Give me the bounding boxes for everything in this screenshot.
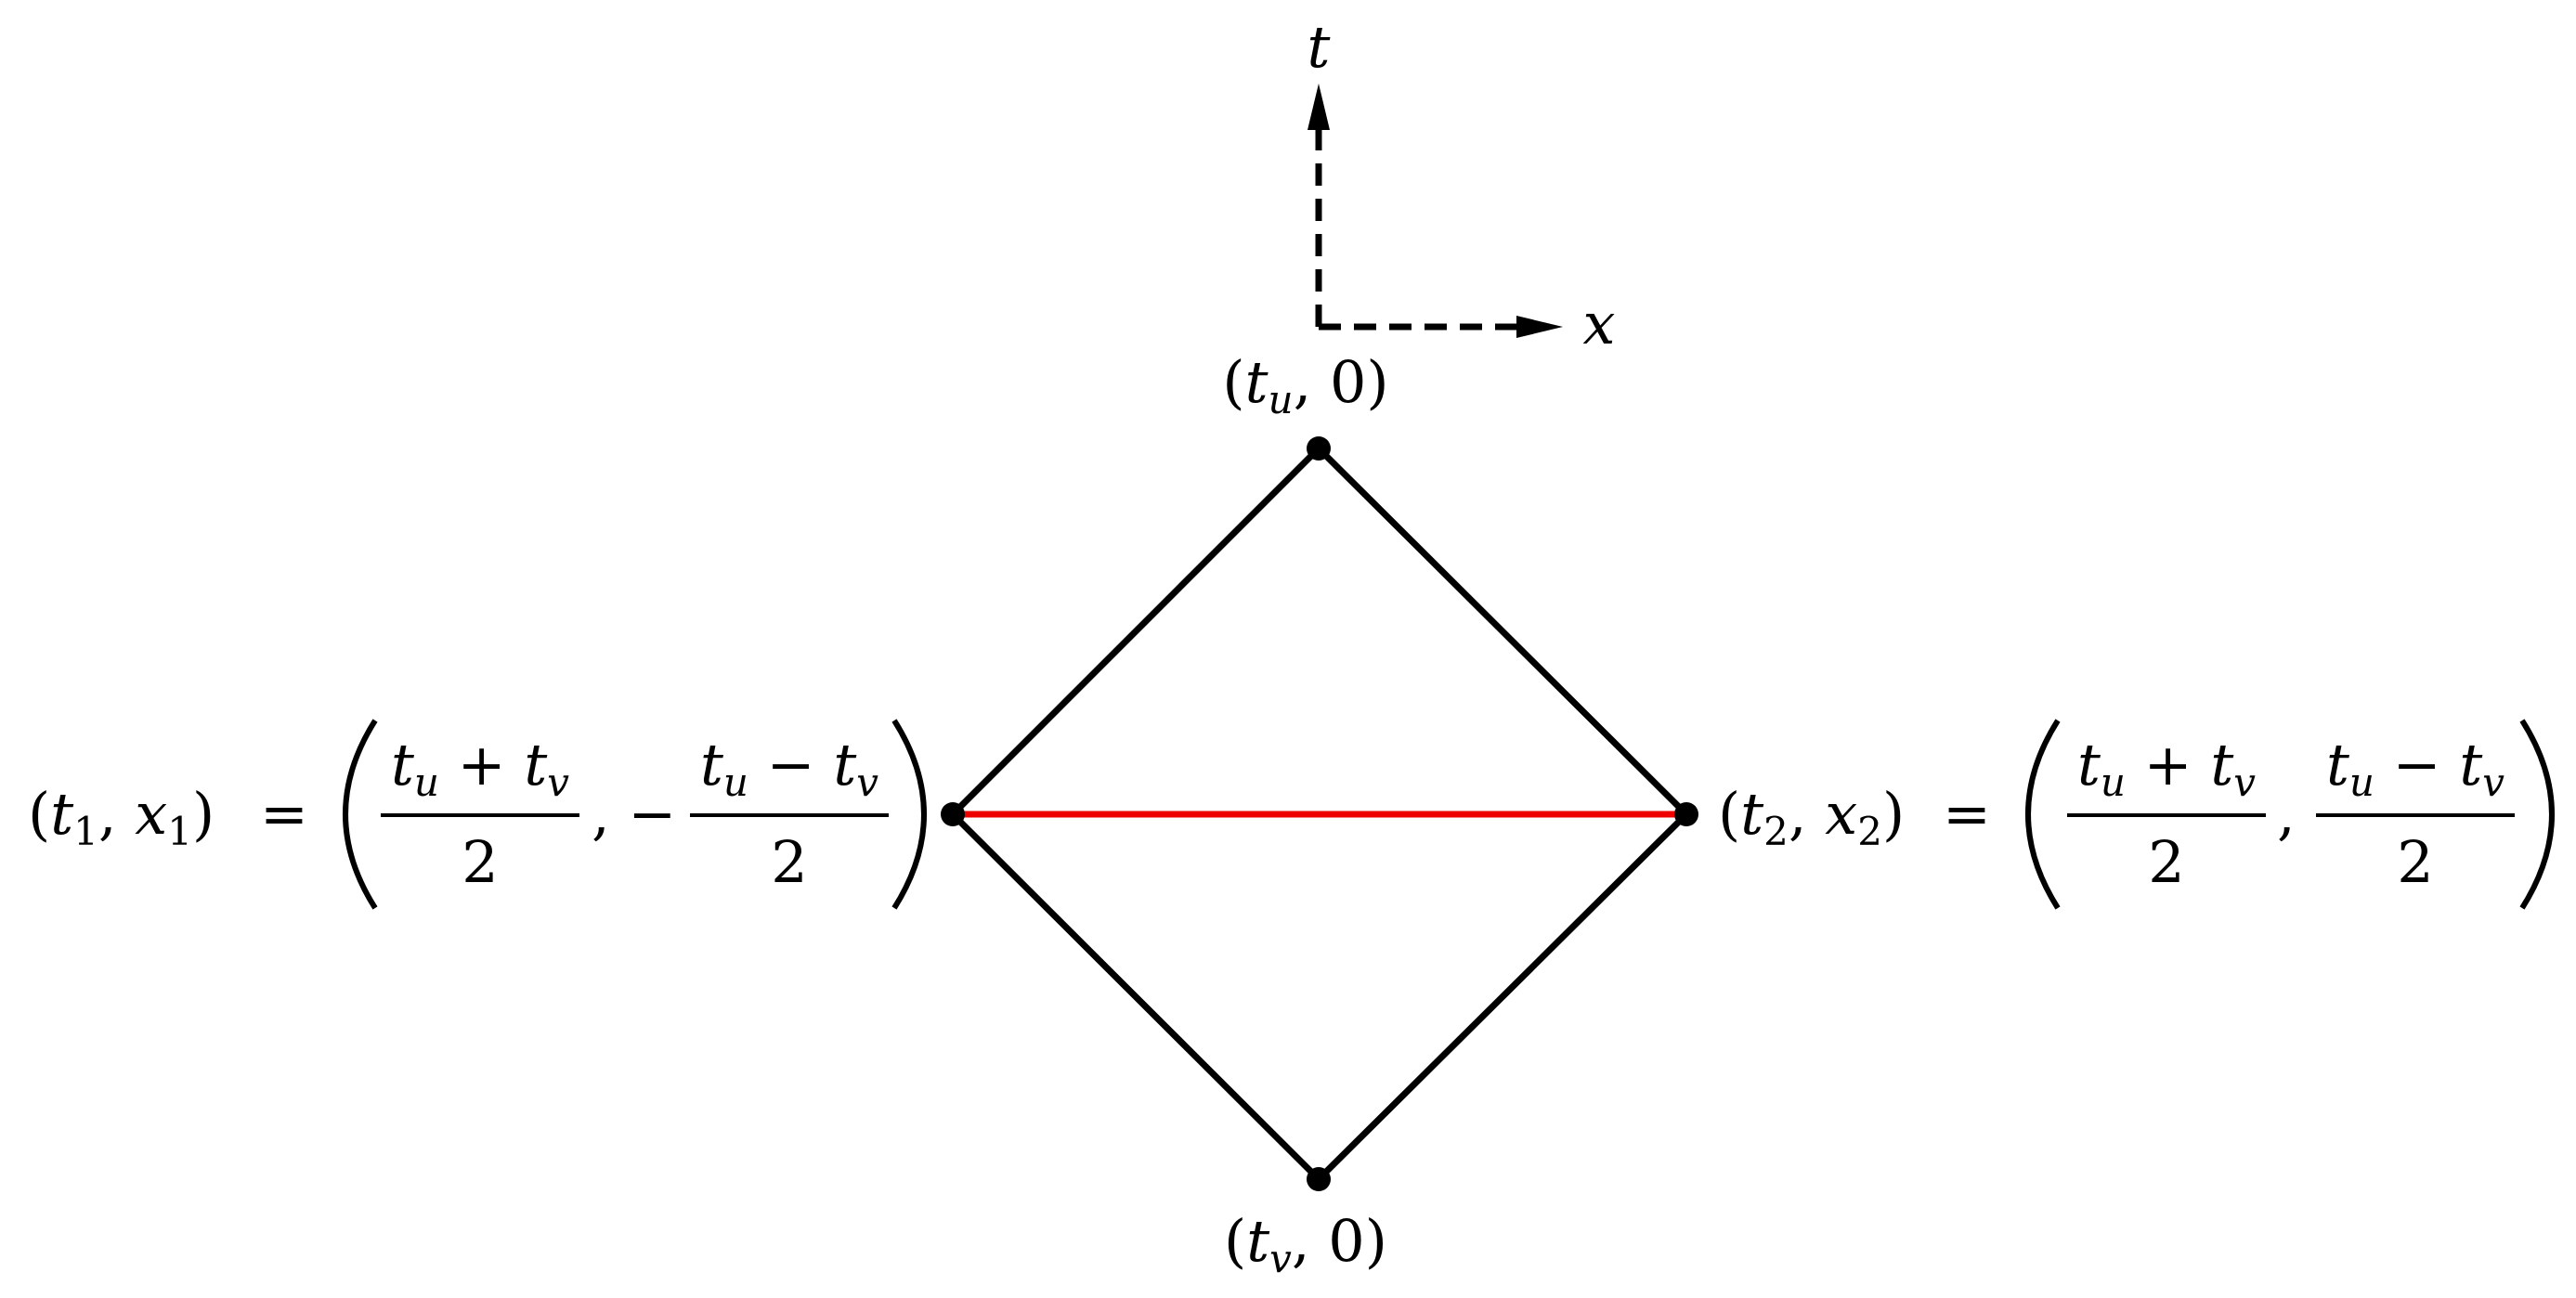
left-frac1-denominator: 2 [462, 828, 498, 896]
edge-bottom-right [1315, 811, 1690, 1183]
edge-top-left [949, 445, 1322, 818]
left-frac1-numerator: tu + tv [391, 731, 569, 805]
right-frac1-denominator: 2 [2148, 828, 2184, 896]
right-vertex-label: (t2, x2) = tu + tv 2 , tu − tv 2 [1718, 719, 2555, 910]
edge-top-right [1315, 445, 1690, 818]
left-frac2-numerator: tu − tv [700, 731, 878, 805]
left-lhs: (t1, x1) [28, 780, 215, 854]
left-vertex-label: (t1, x1) = tu + tv 2 , − tu − tv 2 [28, 719, 927, 910]
left-open-paren [343, 719, 378, 910]
right-separator: , [2277, 780, 2296, 848]
t-axis-label: t [1308, 13, 1331, 81]
t-axis-arrowhead [1308, 84, 1330, 130]
right-open-paren [2025, 719, 2061, 910]
axes: t x [1308, 13, 1616, 357]
right-equals: = [1943, 780, 1991, 848]
left-close-paren [891, 719, 927, 910]
x-axis-label: x [1583, 290, 1616, 357]
right-frac1-numerator: tu + tv [2077, 731, 2256, 805]
top-vertex-label: (tu, 0) [1222, 348, 1388, 422]
left-frac2-denominator: 2 [771, 828, 807, 896]
diamond-edges [949, 445, 1690, 1183]
vertices [941, 436, 1698, 1191]
left-equals: = [260, 780, 308, 848]
x-axis-arrowhead [1516, 316, 1563, 338]
vertex-left [941, 802, 965, 826]
right-frac2-denominator: 2 [2397, 828, 2433, 896]
vertex-top [1307, 436, 1331, 461]
left-separator: , − [592, 780, 676, 848]
right-lhs: (t2, x2) [1718, 780, 1905, 854]
vertex-right [1674, 802, 1698, 826]
right-frac2-numerator: tu − tv [2326, 731, 2504, 805]
bottom-vertex-label: (tv, 0) [1224, 1207, 1387, 1281]
right-close-paren [2519, 719, 2555, 910]
vertex-bottom [1307, 1167, 1331, 1191]
edge-bottom-left [949, 811, 1322, 1183]
